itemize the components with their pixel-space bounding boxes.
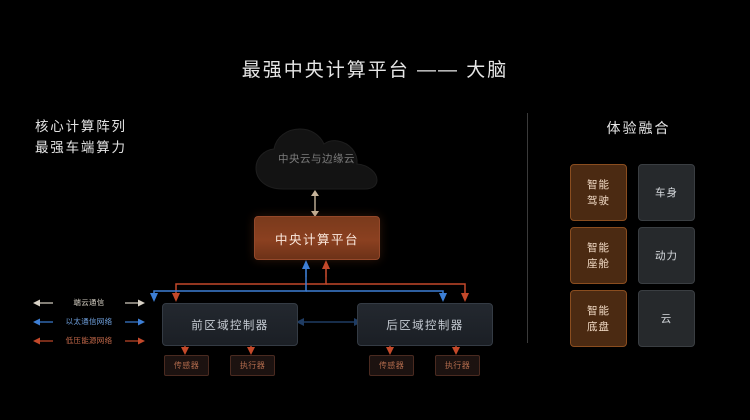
power-arrow-rear [461, 293, 469, 302]
panel-divider [527, 113, 528, 343]
inter-controller-link [296, 318, 362, 326]
arrow-right-icon [125, 318, 145, 325]
leaf-label: 执行器 [444, 361, 471, 370]
cloud-node: 中央云与边缘云 [253, 127, 380, 191]
power-bus [175, 277, 466, 296]
zone-rear-label: 后区域控制器 [386, 319, 464, 332]
zone-front-label: 前区域控制器 [191, 319, 269, 332]
page-title: 最强中央计算平台 —— 大脑 [241, 60, 509, 81]
left-panel-heading: 核心计算阵列 最强车端算力 [35, 116, 127, 158]
cloud-icon [255, 128, 378, 190]
experience-box-intelligent-chassis[interactable]: 智能 底盘 [570, 290, 627, 347]
arrow-left-icon [33, 337, 53, 344]
ethernet-arrow-front [150, 293, 158, 302]
cloud-label: 中央云与边缘云 [278, 153, 355, 165]
central-computing-platform-node[interactable]: 中央计算平台 [254, 216, 380, 260]
experience-box-powertrain[interactable]: 动力 [638, 227, 695, 284]
leaf-label: 传感器 [173, 361, 200, 370]
arrow-left-icon [33, 299, 53, 306]
legend-item-power: 低压能源网络 [33, 331, 145, 350]
leaf-node-sensor-rear[interactable]: 传感器 [369, 355, 414, 376]
ethernet-bus [153, 277, 444, 296]
platform-inbound-arrows [302, 260, 330, 277]
legend-label-cloud-comm: 端云通信 [73, 298, 105, 307]
arrow-left-icon [33, 318, 53, 325]
arrow-right-icon [124, 299, 145, 306]
arrow-right-icon [125, 337, 145, 344]
experience-box-intelligent-driving[interactable]: 智能 驾驶 [570, 164, 627, 221]
exp-line-1: 智能 [587, 241, 610, 254]
exp-line-1: 动力 [655, 249, 678, 262]
ethernet-arrow-rear [439, 293, 447, 302]
experience-box-intelligent-cockpit[interactable]: 智能 座舱 [570, 227, 627, 284]
experience-box-body[interactable]: 车身 [638, 164, 695, 221]
legend: 端云通信 以太通信网络 低压能源网络 [33, 293, 145, 350]
legend-label-ethernet: 以太通信网络 [65, 317, 113, 326]
power-arrow-front [172, 293, 180, 302]
exp-line-2: 驾驶 [587, 194, 610, 207]
exp-line-2: 座舱 [587, 257, 610, 270]
exp-line-1: 智能 [587, 304, 610, 317]
leaf-label: 执行器 [239, 361, 266, 370]
cloud-platform-link-arrow [311, 190, 319, 217]
leaf-node-sensor-front[interactable]: 传感器 [164, 355, 209, 376]
legend-item-ethernet: 以太通信网络 [33, 312, 145, 331]
exp-line-1: 云 [660, 312, 673, 325]
leaf-node-actuator-front[interactable]: 执行器 [230, 355, 275, 376]
exp-line-1: 智能 [587, 178, 610, 191]
left-heading-line-2: 最强车端算力 [35, 140, 127, 155]
right-panel-heading: 体验融合 [606, 120, 671, 136]
exp-line-2: 底盘 [587, 320, 610, 333]
zone-controller-rear[interactable]: 后区域控制器 [357, 303, 493, 346]
left-heading-line-1: 核心计算阵列 [35, 119, 127, 134]
exp-line-1: 车身 [655, 186, 678, 199]
zone-controller-front[interactable]: 前区域控制器 [162, 303, 298, 346]
experience-box-cloud[interactable]: 云 [638, 290, 695, 347]
legend-label-power: 低压能源网络 [65, 336, 113, 345]
platform-label: 中央计算平台 [274, 232, 359, 247]
leaf-node-actuator-rear[interactable]: 执行器 [435, 355, 480, 376]
legend-item-cloud-comm: 端云通信 [33, 293, 145, 312]
leaf-label: 传感器 [378, 361, 405, 370]
zone-leaf-arrowheads [181, 347, 460, 355]
